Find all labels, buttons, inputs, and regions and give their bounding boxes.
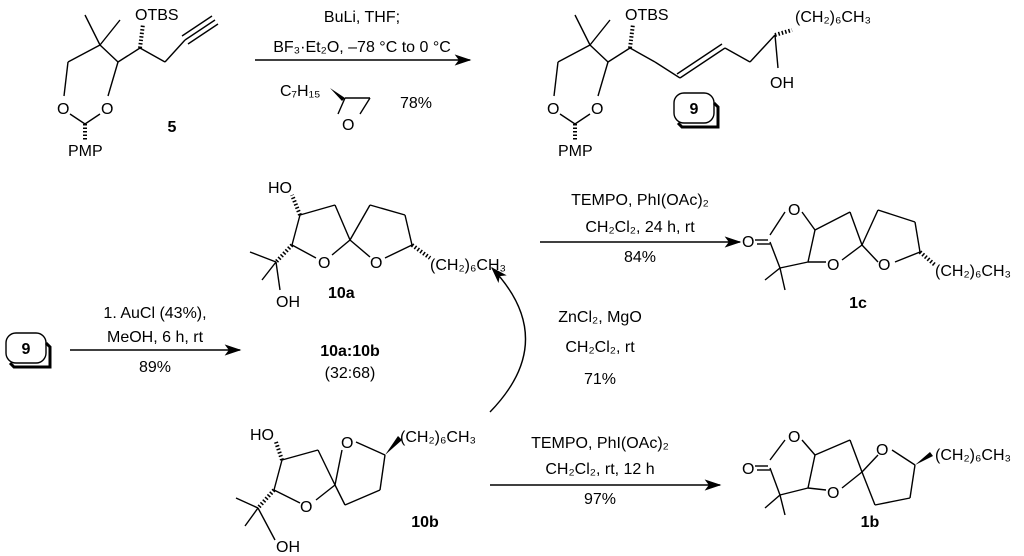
reagent-line: MeOH, 6 h, rt	[107, 329, 204, 346]
oh-label: OH	[770, 75, 794, 92]
compound-label: 10a	[328, 285, 355, 302]
chain-label: (CH₂)₆CH₃	[430, 257, 506, 274]
compound-1c: O O O O (CH₂)₆CH₃ 1c	[742, 202, 1011, 312]
ratio-value: (32:68)	[325, 365, 376, 382]
carbonyl-oxygen: O	[742, 461, 754, 478]
ring-oxygen: O	[547, 101, 559, 118]
carbonyl-oxygen: O	[742, 234, 754, 251]
ho-label: HO	[268, 180, 292, 197]
yield: 84%	[624, 249, 656, 266]
ring-oxygen: O	[101, 101, 113, 118]
oh-label: OH	[276, 539, 300, 556]
compound-label: 5	[168, 119, 177, 136]
pmp-label: PMP	[558, 143, 593, 160]
reagent-line: BuLi, THF;	[324, 9, 400, 26]
reagent-chain: C₇H₁₅	[280, 83, 320, 100]
reaction-arrow-1: BuLi, THF; BF₃·Et₂O, –78 °C to 0 °C C₇H₁…	[255, 9, 472, 134]
ring-oxygen: O	[876, 442, 888, 459]
ring-oxygen: O	[878, 257, 890, 274]
ratio-label: 10a:10b	[320, 343, 380, 360]
chain-label: (CH₂)₆CH₃	[935, 263, 1011, 280]
ring-oxygen: O	[827, 257, 839, 274]
chain-label: (CH₂)₆CH₃	[935, 447, 1011, 464]
reagent-line: ZnCl₂, MgO	[558, 309, 642, 326]
ring-oxygen: O	[827, 485, 839, 502]
compound-label: 1b	[861, 514, 880, 531]
compound-9: (CH₂)₆CH₃ OH O O PMP OTBS 9	[547, 7, 871, 160]
compound-10a: HO O O (CH₂)₆CH₃ OH 10a	[249, 180, 506, 311]
compound-5: O O PMP OTBS 5	[57, 7, 219, 160]
compound-label: 10b	[411, 514, 439, 531]
compound-label: 1c	[849, 295, 867, 312]
otbs-label: OTBS	[135, 7, 179, 24]
ring-oxygen: O	[318, 255, 330, 272]
otbs-label: OTBS	[625, 7, 669, 24]
reaction-arrow-5: TEMPO, PhI(OAc)₂ CH₂Cl₂, rt, 12 h 97%	[490, 435, 722, 508]
oh-label: OH	[276, 294, 300, 311]
reaction-arrow-4: ZnCl₂, MgO CH₂Cl₂, rt 71%	[489, 266, 642, 413]
reagent-line: 1. AuCl (43%),	[103, 305, 206, 322]
ho-label: HO	[250, 427, 274, 444]
ring-oxygen: O	[788, 429, 800, 446]
reaction-arrow-2: 1. AuCl (43%), MeOH, 6 h, rt 89%	[70, 305, 242, 376]
yield: 89%	[139, 359, 171, 376]
reagent-line: BF₃·Et₂O, –78 °C to 0 °C	[273, 39, 451, 56]
epoxide-oxygen: O	[342, 117, 354, 134]
ring-oxygen: O	[370, 255, 382, 272]
ring-oxygen: O	[57, 101, 69, 118]
reagent-line: CH₂Cl₂, 24 h, rt	[585, 219, 695, 236]
reagent-line: TEMPO, PhI(OAc)₂	[571, 192, 709, 209]
yield: 71%	[584, 371, 616, 388]
chain-label: (CH₂)₆CH₃	[400, 429, 476, 446]
compound-label: 9	[690, 101, 699, 118]
chain-label: (CH₂)₆CH₃	[795, 9, 871, 26]
ring-oxygen: O	[300, 499, 312, 516]
ring-oxygen: O	[788, 202, 800, 219]
ring-oxygen: O	[591, 101, 603, 118]
yield: 97%	[584, 491, 616, 508]
compound-1b: O O O O (CH₂)₆CH₃ 1b	[742, 429, 1011, 531]
compound-10b: HO O O (CH₂)₆CH₃ OH 10b	[235, 427, 476, 556]
compound-9-box: 9	[5, 332, 52, 369]
pmp-label: PMP	[68, 143, 103, 160]
ring-oxygen: O	[341, 435, 353, 452]
reagent-line: CH₂Cl₂, rt	[565, 339, 635, 356]
reaction-arrow-3: TEMPO, PhI(OAc)₂ CH₂Cl₂, 24 h, rt 84%	[540, 192, 742, 266]
yield: 78%	[400, 95, 432, 112]
compound-label: 9	[22, 341, 31, 358]
reagent-line: CH₂Cl₂, rt, 12 h	[545, 461, 654, 478]
reagent-line: TEMPO, PhI(OAc)₂	[531, 435, 669, 452]
